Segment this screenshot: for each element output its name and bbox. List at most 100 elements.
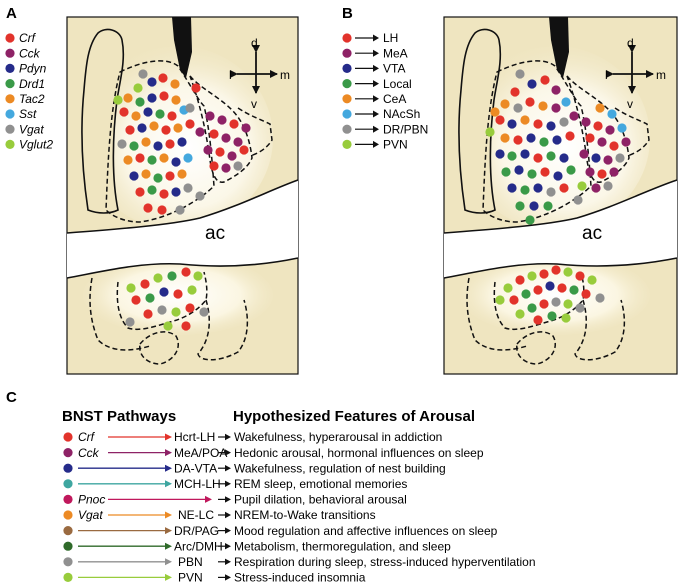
cell-dot — [569, 285, 579, 295]
cell-dot — [137, 123, 147, 133]
legend-label: LH — [383, 31, 398, 45]
arousal-feature: Hedonic arousal, hormonal influences on … — [234, 446, 484, 460]
cell-dot — [500, 133, 510, 143]
cell-dot — [138, 69, 148, 79]
legend-swatch — [342, 124, 352, 134]
pathway-gene: Vgat — [78, 508, 103, 522]
cell-dot — [490, 107, 500, 117]
cell-dot — [185, 303, 195, 313]
cell-dot — [533, 315, 543, 325]
pathway-swatch — [63, 448, 73, 458]
cell-dot — [552, 135, 562, 145]
cell-dots-a — [113, 69, 251, 331]
axis-m: m — [656, 68, 666, 82]
cell-dot — [595, 103, 605, 113]
cell-dot — [153, 173, 163, 183]
cell-dot — [131, 111, 141, 121]
cell-dot — [117, 139, 127, 149]
pathway-target: DA-VTA — [174, 461, 217, 475]
cell-dot — [129, 141, 139, 151]
cell-dot — [215, 147, 225, 157]
panel-label-b: B — [342, 5, 353, 22]
pathway-swatch — [63, 510, 73, 520]
pathways-header: BNST Pathways — [62, 408, 176, 425]
legend-label: Local — [383, 77, 412, 91]
cell-dot — [209, 129, 219, 139]
legend-label: Vgat — [19, 122, 44, 136]
cell-dot — [573, 195, 583, 205]
feature-arrowhead — [225, 433, 231, 441]
legend-label: DR/PBN — [383, 122, 428, 136]
cell-dots-b — [485, 69, 631, 325]
pathway-swatch — [63, 479, 73, 489]
cell-dot — [513, 103, 523, 113]
arousal-feature: Wakefulness, hyperarousal in addiction — [234, 430, 442, 444]
cell-dot — [187, 285, 197, 295]
cell-dot — [233, 137, 243, 147]
legend-label: Cck — [19, 46, 41, 60]
cell-dot — [227, 151, 237, 161]
cell-dot — [183, 183, 193, 193]
pathway-arrowhead — [165, 527, 172, 535]
cell-dot — [520, 149, 530, 159]
legend-swatch — [5, 63, 15, 73]
cell-dot — [171, 157, 181, 167]
cell-dot — [577, 181, 587, 191]
axis-d: d — [251, 36, 258, 50]
pathway-gene: Crf — [78, 430, 96, 444]
legend-swatch — [5, 94, 15, 104]
cell-dot — [561, 97, 571, 107]
cell-dot — [507, 183, 517, 193]
cell-dot — [551, 297, 561, 307]
legend-label: Drd1 — [19, 77, 45, 91]
cell-dot — [181, 267, 191, 277]
legend-arrowhead — [373, 34, 379, 42]
legend-label: NAcSh — [383, 107, 420, 121]
cell-dot — [495, 295, 505, 305]
cell-dot — [551, 103, 561, 113]
legend-swatch — [5, 48, 15, 58]
cell-dot — [165, 139, 175, 149]
arousal-feature: Mood regulation and affective influences… — [234, 524, 498, 538]
cell-dot — [129, 171, 139, 181]
legend-arrowhead — [373, 140, 379, 148]
cell-dot — [515, 309, 525, 319]
dashed-region-lower-left — [466, 277, 528, 351]
orientation-cross-a: d v l m — [229, 36, 290, 111]
cell-dot — [143, 107, 153, 117]
pathway-gene: Pnoc — [78, 493, 105, 507]
cell-dot — [123, 155, 133, 165]
cell-dot — [527, 271, 537, 281]
cell-dot — [159, 189, 169, 199]
cell-dot — [159, 287, 169, 297]
features-header: Hypothesized Features of Arousal — [233, 408, 475, 425]
cell-dot — [515, 201, 525, 211]
panel-label-c: C — [6, 389, 17, 406]
legend-label: Vglut2 — [19, 138, 53, 152]
cell-dot — [593, 121, 603, 131]
cell-dot — [603, 155, 613, 165]
feature-arrowhead — [225, 511, 231, 519]
legend-swatch — [5, 139, 15, 149]
cell-dot — [585, 167, 595, 177]
cell-dot — [579, 149, 589, 159]
ac-upper-border — [66, 179, 299, 234]
cell-dot — [183, 153, 193, 163]
cell-dot — [203, 145, 213, 155]
cell-dot — [167, 111, 177, 121]
cell-dot — [607, 109, 617, 119]
legend-arrowhead — [373, 95, 379, 103]
dashed-region-lower-right — [197, 299, 249, 361]
cell-dot — [575, 271, 585, 281]
cell-dot — [521, 289, 531, 299]
pathway-swatch — [63, 557, 73, 567]
cell-dot — [501, 167, 511, 177]
cell-dot — [581, 117, 591, 127]
cell-dot — [565, 131, 575, 141]
cell-dot — [175, 205, 185, 215]
pathway-target: MeA/POA — [174, 446, 227, 460]
feature-arrowhead — [225, 558, 231, 565]
legend-swatch — [5, 124, 15, 134]
legend-label: Tac2 — [19, 92, 45, 106]
